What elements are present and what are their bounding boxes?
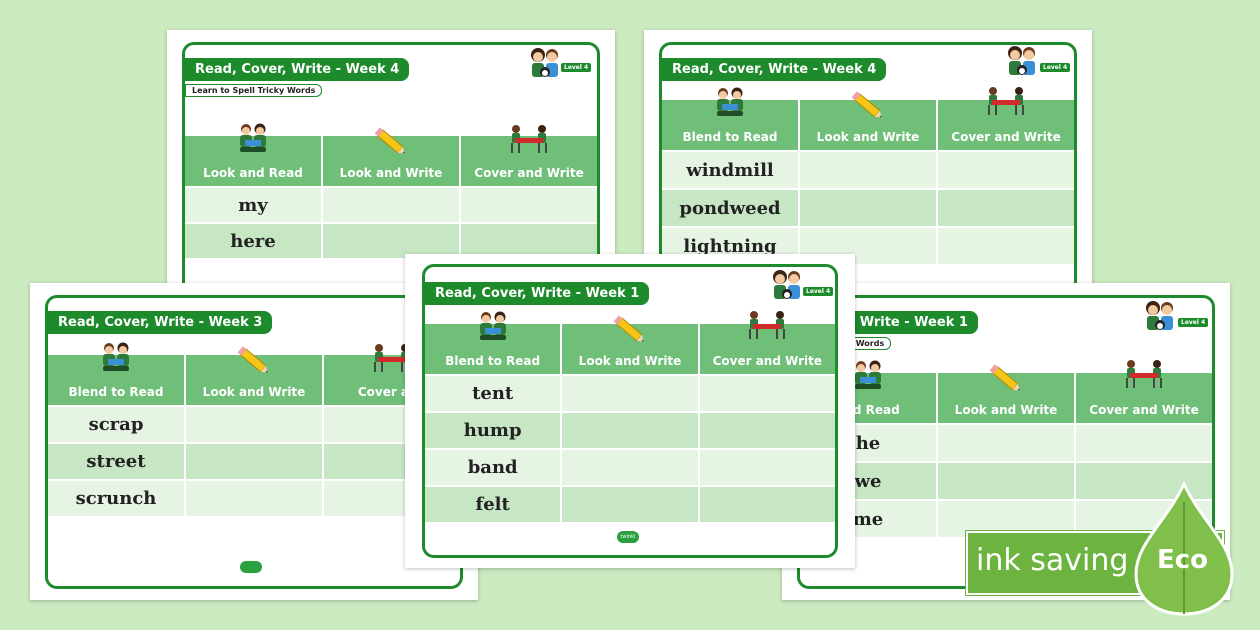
worksheet-week4-tricky-words: Read, Cover, Write - Week 4 Learn to Spe… [167, 30, 615, 292]
write-cell[interactable] [323, 224, 459, 258]
children-at-table-icon [511, 125, 547, 153]
level-badge: Level 4 [1040, 63, 1071, 72]
children-at-table-icon [1126, 360, 1162, 388]
word-cell: pondweed [662, 190, 798, 226]
write-cell[interactable] [938, 190, 1074, 226]
two-children-reading-icon [103, 342, 129, 371]
write-cell[interactable] [186, 481, 322, 516]
pencil-icon [237, 345, 271, 377]
word-table: Blend to Read Look and Write Cover and s… [48, 342, 460, 516]
pencil-icon [374, 126, 408, 158]
word-cell: band [425, 450, 561, 485]
word-cell: felt [425, 487, 561, 522]
column-header-write: Look and Write [562, 314, 698, 374]
word-cell: here [185, 224, 321, 258]
write-cell[interactable] [699, 487, 835, 522]
worksheet-frame [45, 295, 463, 589]
write-cell[interactable] [562, 413, 698, 448]
write-cell[interactable] [938, 228, 1074, 264]
two-children-reading-icon [855, 360, 881, 389]
write-cell[interactable] [800, 190, 936, 226]
column-header-write: Look and Write [323, 126, 459, 186]
write-cell[interactable] [699, 450, 835, 485]
eco-label: Eco [1157, 545, 1209, 575]
write-cell[interactable] [699, 413, 835, 448]
write-cell[interactable] [562, 450, 698, 485]
word-cell: my [185, 188, 321, 222]
column-header-cover: Cover and Write [938, 87, 1074, 150]
word-cell: hump [425, 413, 561, 448]
pencil-icon [613, 314, 647, 346]
children-avatar-icon [531, 48, 558, 77]
children-at-table-icon [749, 311, 786, 339]
write-cell[interactable] [186, 407, 322, 442]
column-header-read: Blend to Read [425, 311, 561, 374]
word-cell: street [48, 444, 184, 479]
worksheet-week1-blend: Read, Cover, Write - Week 1 Level 4 Blen… [405, 254, 855, 568]
children-avatar-icon [773, 270, 800, 299]
level-badge: Level 4 [561, 63, 592, 72]
ink-saving-label: ink saving [976, 543, 1129, 578]
word-cell: tent [425, 376, 561, 411]
write-cell[interactable] [1076, 425, 1212, 461]
write-cell[interactable] [562, 376, 698, 411]
two-children-reading-icon [240, 123, 266, 152]
word-table: Blend to Read Look and Write Cover and W… [662, 87, 1074, 264]
write-cell[interactable] [800, 152, 936, 188]
twinkl-logo [240, 561, 262, 573]
column-header-cover: Cover and Write [461, 125, 597, 186]
column-header-cover: Cover and Write [699, 311, 835, 374]
write-cell[interactable] [938, 152, 1074, 188]
write-cell[interactable] [562, 487, 698, 522]
write-cell[interactable] [323, 188, 459, 222]
level-badge: Level 4 [1178, 318, 1209, 327]
word-cell: scrunch [48, 481, 184, 516]
worksheet-subtitle: Learn to Spell Tricky Words [185, 84, 323, 97]
worksheet-title: Read, Cover, Write - Week 3 [48, 311, 273, 334]
word-cell: windmill [662, 152, 798, 188]
leaf-drop-icon [1134, 482, 1234, 616]
column-header-write: Look and Write [800, 90, 936, 150]
word-table: Look and Read Look and Write Cover and W… [185, 123, 597, 258]
pencil-icon [989, 363, 1023, 395]
children-avatar-icon [1146, 301, 1173, 330]
children-avatar-icon [1008, 46, 1035, 75]
level-badge: Level 4 [803, 287, 834, 296]
children-at-table-icon [988, 87, 1024, 115]
column-header-read: Look and Read [185, 123, 321, 186]
write-cell[interactable] [938, 463, 1074, 499]
worksheet-title: Read, Cover, Write - Week 1 [425, 282, 650, 305]
twinkl-logo: twinkl [617, 531, 639, 543]
word-cell: scrap [48, 407, 184, 442]
column-header-read: Blend to Read [662, 87, 798, 150]
pencil-icon [851, 90, 885, 122]
worksheet-title: Read, Cover, Write - Week 4 [662, 58, 887, 81]
write-cell[interactable] [461, 224, 597, 258]
column-header-write: Look and Write [938, 363, 1074, 423]
write-cell[interactable] [186, 444, 322, 479]
worksheet-week4-blend: Read, Cover, Write - Week 4 Level 4 Blen… [644, 30, 1092, 292]
word-table: Blend to Read Look and Write Cover and W… [425, 311, 835, 522]
column-header-cover: Cover and Write [1076, 360, 1212, 423]
write-cell[interactable] [938, 425, 1074, 461]
column-header-read: Blend to Read [48, 342, 184, 405]
write-cell[interactable] [699, 376, 835, 411]
two-children-reading-icon [717, 87, 743, 116]
column-header-write: Look and Write [186, 345, 322, 405]
two-children-reading-icon [479, 311, 506, 340]
worksheet-title: Read, Cover, Write - Week 4 [185, 58, 410, 81]
write-cell[interactable] [461, 188, 597, 222]
